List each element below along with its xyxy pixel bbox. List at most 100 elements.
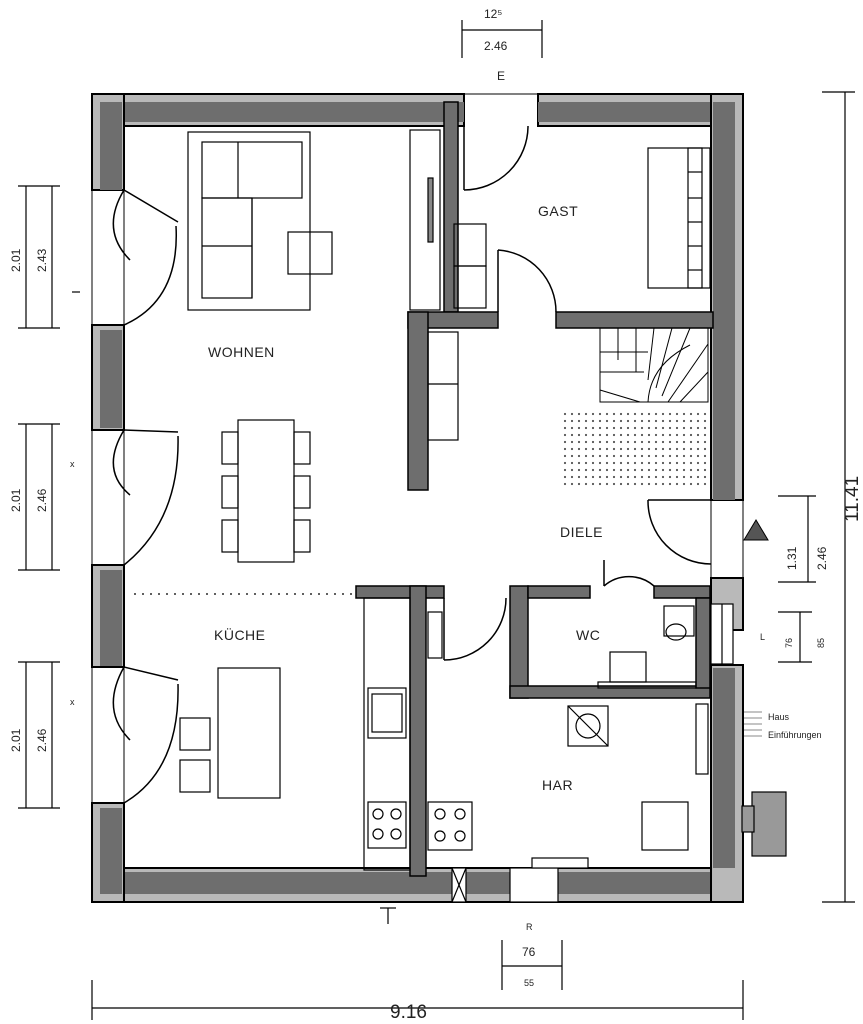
stair-dot xyxy=(689,426,693,430)
stair-dot xyxy=(577,440,581,444)
stair-dot xyxy=(661,482,665,486)
room-label-kuche: KÜCHE xyxy=(214,626,266,643)
stair-dot xyxy=(598,468,602,472)
stair-dot xyxy=(640,482,644,486)
stair-dot xyxy=(654,426,658,430)
stair-dot xyxy=(668,461,672,465)
stair-dot xyxy=(605,426,609,430)
stair-dot xyxy=(612,454,616,458)
entrance-arrow xyxy=(743,519,769,541)
stair-dot xyxy=(577,468,581,472)
stair-dot xyxy=(598,419,602,423)
stair-dot xyxy=(598,447,602,451)
stair-dot xyxy=(703,454,707,458)
stair-dot xyxy=(654,475,658,479)
dim-left-3-inner: 2.46 xyxy=(35,728,49,752)
stair-dot xyxy=(682,426,686,430)
haus-hatch xyxy=(744,711,762,737)
stair-dot xyxy=(633,454,637,458)
stair-dot xyxy=(689,433,693,437)
stair-dot xyxy=(661,433,665,437)
stair-dot xyxy=(584,454,588,458)
stair-dot xyxy=(682,433,686,437)
stair-dot xyxy=(647,461,651,465)
stair-dot xyxy=(703,412,707,416)
stair-dot xyxy=(605,468,609,472)
stair-dot xyxy=(605,440,609,444)
stair-dot xyxy=(640,412,644,416)
stair-dot xyxy=(675,426,679,430)
stair-dot xyxy=(675,440,679,444)
window-frames xyxy=(91,93,744,803)
stair-dot xyxy=(563,419,567,423)
stair-dot xyxy=(633,440,637,444)
stair-dot xyxy=(640,475,644,479)
stair-dot xyxy=(591,426,595,430)
dim-left-1-outer: 2.01 xyxy=(9,248,23,272)
stair-dot xyxy=(689,440,693,444)
stair-dot xyxy=(640,447,644,451)
stair-dot xyxy=(605,482,609,486)
stair-dot xyxy=(598,482,602,486)
stair-dot xyxy=(626,412,630,416)
outer-walls xyxy=(91,93,744,903)
stair-dot xyxy=(668,468,672,472)
stair-dot xyxy=(668,419,672,423)
stair-dot xyxy=(577,454,581,458)
stair-dot xyxy=(619,447,623,451)
stair-dot xyxy=(647,412,651,416)
stair-dot xyxy=(689,412,693,416)
stair-dot xyxy=(703,426,707,430)
stair-dot xyxy=(640,461,644,465)
stair-dot xyxy=(598,433,602,437)
stair-dot xyxy=(598,426,602,430)
stair-dot xyxy=(605,433,609,437)
stair-dot xyxy=(612,475,616,479)
stair-dot xyxy=(647,447,651,451)
stair-dot xyxy=(696,468,700,472)
stair-dot xyxy=(619,419,623,423)
stair-dot xyxy=(605,412,609,416)
stair-dot xyxy=(682,440,686,444)
stair-dot xyxy=(661,419,665,423)
stair-dot xyxy=(591,433,595,437)
stair-dot xyxy=(682,475,686,479)
stair-dot xyxy=(626,475,630,479)
stair-dot xyxy=(584,419,588,423)
stair-dot xyxy=(696,412,700,416)
stair-dot xyxy=(668,475,672,479)
stair-dot xyxy=(563,447,567,451)
stair-dot xyxy=(570,482,574,486)
stair-dot xyxy=(640,426,644,430)
stair-dot xyxy=(654,419,658,423)
stair-dot xyxy=(675,419,679,423)
stair-dot xyxy=(605,461,609,465)
stair-dot xyxy=(612,447,616,451)
stair-dot xyxy=(696,433,700,437)
stair-dot xyxy=(661,412,665,416)
stair-dot xyxy=(633,482,637,486)
stair-dot xyxy=(675,461,679,465)
stair-dot xyxy=(633,426,637,430)
stair-dot xyxy=(633,412,637,416)
stair-dot xyxy=(696,426,700,430)
stair-dot xyxy=(619,461,623,465)
stair-dot xyxy=(668,447,672,451)
stair-dot xyxy=(640,440,644,444)
stair-dot xyxy=(563,426,567,430)
stair-dot xyxy=(675,482,679,486)
dim-left-2-outer: 2.01 xyxy=(9,488,23,512)
stair-dot xyxy=(612,426,616,430)
stair-dot xyxy=(668,433,672,437)
stair-dot xyxy=(675,447,679,451)
stair-dot xyxy=(640,419,644,423)
stair-dot xyxy=(682,482,686,486)
stair-dot xyxy=(584,447,588,451)
stair-dot xyxy=(689,461,693,465)
stair-dot xyxy=(661,475,665,479)
stair-dot xyxy=(619,468,623,472)
marker-right-l: L xyxy=(760,632,765,642)
stair-dot xyxy=(619,440,623,444)
stair-dot xyxy=(619,475,623,479)
stair-dot xyxy=(668,482,672,486)
